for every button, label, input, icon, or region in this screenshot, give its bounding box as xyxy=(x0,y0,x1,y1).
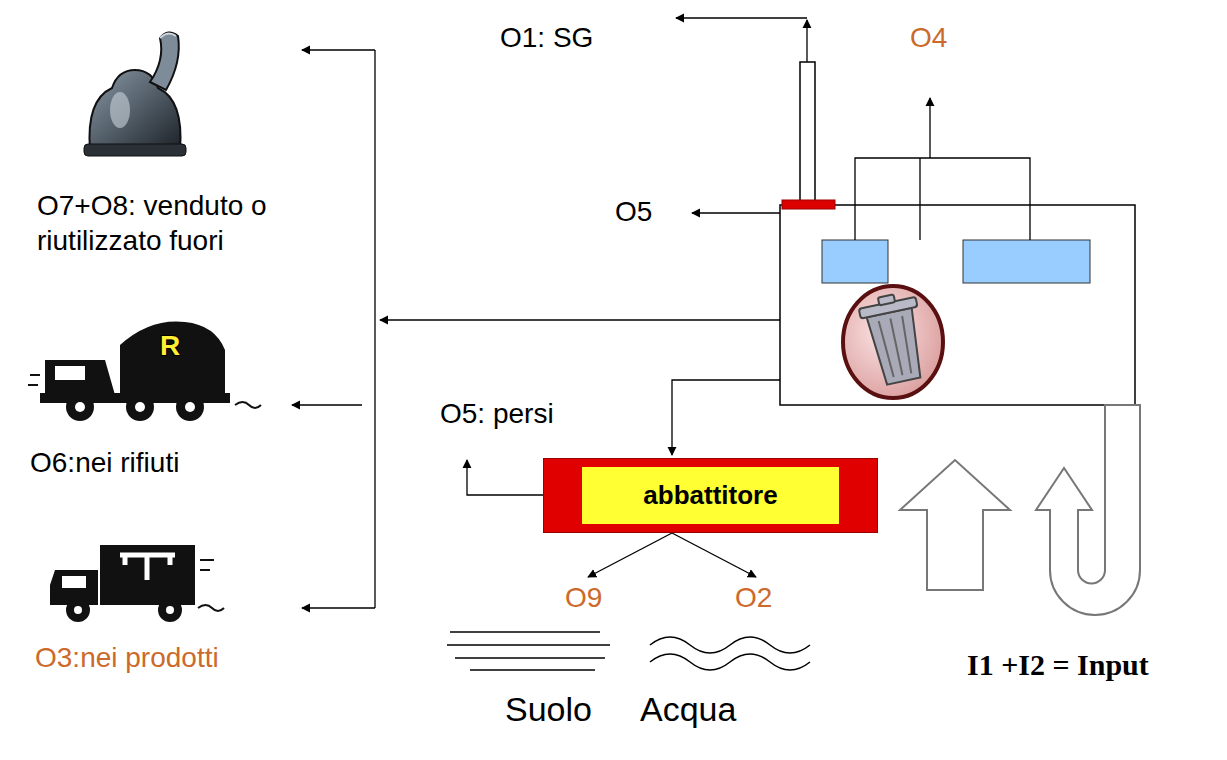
output-label: O5: persi xyxy=(440,398,554,430)
trash-icon xyxy=(843,286,943,398)
trash-icon xyxy=(867,308,927,386)
medium-label: Suolo xyxy=(505,690,592,729)
output-label: O6:nei rifiuti xyxy=(30,447,179,479)
soil-symbol xyxy=(450,631,600,633)
water-symbol xyxy=(650,637,810,653)
oil-can-icon xyxy=(110,92,130,128)
oil-can-icon xyxy=(84,32,186,156)
plant-box xyxy=(963,240,1090,283)
flow-arrow xyxy=(692,212,780,213)
delivery-truck-icon xyxy=(50,545,224,622)
plant-box xyxy=(780,205,1135,405)
flow-arrow xyxy=(588,533,672,577)
waste-truck-icon xyxy=(28,321,261,421)
waste-truck-icon xyxy=(45,360,115,395)
trash-icon xyxy=(878,294,895,305)
oil-can-icon xyxy=(84,144,186,156)
waste-truck-icon xyxy=(28,375,261,408)
waste-truck-icon xyxy=(120,321,225,395)
delivery-truck-icon xyxy=(74,606,82,614)
waste-truck-icon xyxy=(185,402,195,412)
output-label: O5 xyxy=(615,196,652,228)
box-label: abbattitore xyxy=(582,467,839,524)
delivery-truck-icon xyxy=(158,598,182,622)
delivery-truck-icon xyxy=(100,545,195,605)
flow-arrow xyxy=(302,607,375,608)
input-arrow xyxy=(900,405,1140,615)
chimney xyxy=(800,62,815,202)
input-arrow xyxy=(900,460,1010,590)
delivery-truck-icon xyxy=(120,555,175,580)
oil-can-icon xyxy=(150,32,179,90)
flow-arrow xyxy=(919,158,920,240)
input-arrow xyxy=(1036,405,1140,615)
soil-symbol xyxy=(447,632,610,670)
waste-truck-icon xyxy=(176,393,204,421)
water-symbol xyxy=(650,654,810,670)
icon-letter: R xyxy=(160,330,180,362)
trash-icon xyxy=(857,290,932,387)
plant-box xyxy=(780,205,1135,405)
delivery-truck-icon xyxy=(66,598,90,622)
chimney xyxy=(782,200,835,209)
flow-arrow xyxy=(672,380,780,455)
waste-truck-icon xyxy=(135,402,145,412)
flow-arrow xyxy=(676,17,807,18)
waste-truck-icon xyxy=(66,393,94,421)
water-symbol xyxy=(650,637,810,670)
output-label: O2 xyxy=(735,582,772,614)
delivery-truck-icon xyxy=(198,560,224,611)
flow-arrow xyxy=(929,98,930,158)
oil-can-icon xyxy=(160,33,176,38)
input-label: I1 +I2 = Input xyxy=(967,648,1149,683)
output-label: O4 xyxy=(910,22,947,54)
trash-icon xyxy=(879,316,915,378)
waste-truck-icon xyxy=(75,402,85,412)
delivery-truck-icon xyxy=(62,576,86,588)
flow-arrow xyxy=(806,20,807,62)
waste-truck-icon xyxy=(55,366,85,380)
output-label: O1: SG xyxy=(500,22,593,54)
flow-arrow xyxy=(302,49,375,50)
output-label: O7+O8: venduto o riutilizzato fuori xyxy=(37,188,357,258)
output-label: O3:nei prodotti xyxy=(35,642,219,674)
output-label: O9 xyxy=(565,582,602,614)
trash-icon xyxy=(843,286,943,398)
abatement-box: abbattitore xyxy=(543,458,878,533)
medium-label: Acqua xyxy=(640,690,736,729)
soil-symbol xyxy=(470,669,595,671)
chimney xyxy=(782,62,835,209)
flow-arrow xyxy=(672,533,756,577)
flow-arrow xyxy=(374,50,375,608)
soil-symbol xyxy=(447,644,610,646)
soil-symbol xyxy=(455,657,605,659)
flow-arrow xyxy=(467,460,543,495)
waste-truck-icon xyxy=(126,393,154,421)
flow-arrow xyxy=(380,319,780,320)
flow-arrow xyxy=(292,404,362,405)
flow-arrow xyxy=(855,158,1030,240)
delivery-truck-icon xyxy=(166,606,174,614)
flow-arrow xyxy=(292,18,1030,608)
plant-box xyxy=(822,240,888,283)
